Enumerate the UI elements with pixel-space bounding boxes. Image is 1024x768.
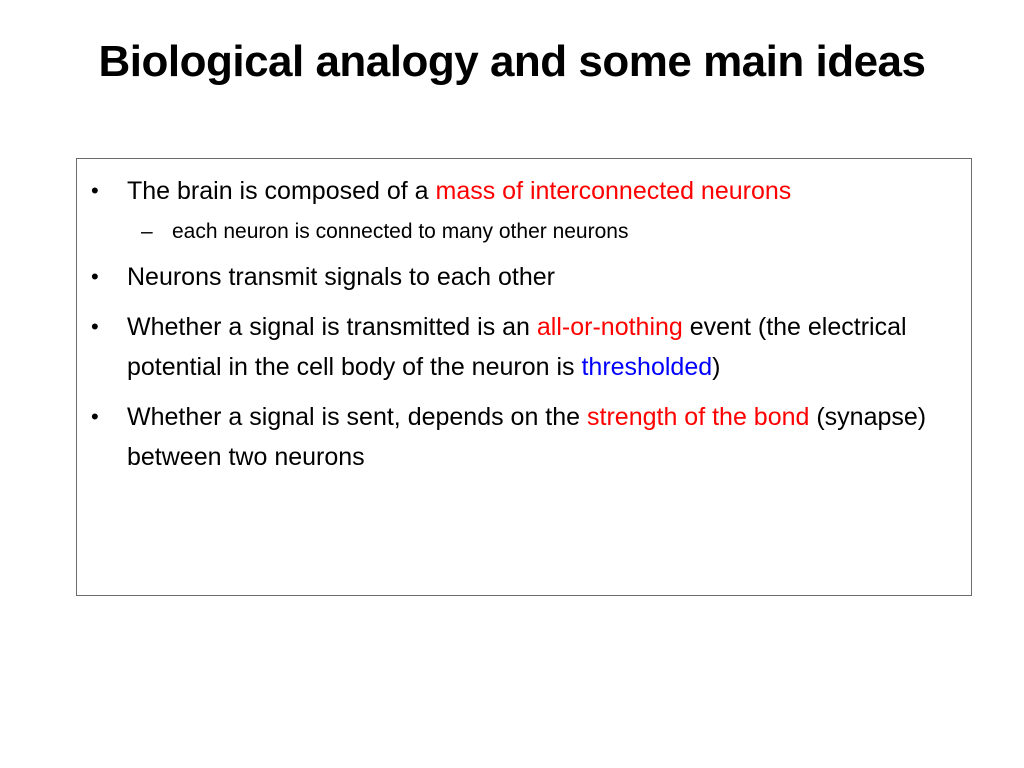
- bullet-item-4: • Whether a signal is sent, depends on t…: [77, 397, 971, 477]
- content-box: • The brain is composed of a mass of int…: [76, 158, 972, 596]
- highlight-text: all-or-nothing: [536, 313, 683, 341]
- bullet-text: (synapse) between two neurons: [127, 403, 927, 471]
- bullet-marker: •: [91, 264, 99, 289]
- bullet-marker: •: [91, 314, 99, 339]
- bullet-text: Whether a signal is sent, depends on the: [127, 403, 588, 431]
- bullet-text: event (the electrical potential in the c…: [127, 313, 907, 381]
- highlight-text: strength of the bond: [587, 403, 810, 431]
- highlight-text: mass of interconnected neurons: [435, 177, 792, 205]
- sub-bullet-item-1: – each neuron is connected to many other…: [77, 215, 971, 249]
- bullet-item-3: • Whether a signal is transmitted is an …: [77, 307, 971, 387]
- bullet-list: • The brain is composed of a mass of int…: [77, 171, 971, 487]
- sub-bullet-marker: –: [141, 220, 153, 243]
- sub-bullet-text: each neuron is connected to many other n…: [172, 220, 629, 243]
- bullet-text: Neurons transmit signals to each other: [127, 263, 555, 291]
- bullet-item-1: • The brain is composed of a mass of int…: [77, 171, 971, 211]
- bullet-marker: •: [91, 178, 99, 203]
- bullet-marker: •: [91, 404, 99, 429]
- highlight-text-blue: thresholded: [581, 353, 713, 381]
- bullet-text: The brain is composed of a: [127, 177, 436, 205]
- bullet-text: ): [712, 353, 721, 381]
- slide-title: Biological analogy and some main ideas: [98, 37, 926, 86]
- bullet-item-2: • Neurons transmit signals to each other: [77, 257, 971, 297]
- bullet-text: Whether a signal is transmitted is an: [127, 313, 537, 341]
